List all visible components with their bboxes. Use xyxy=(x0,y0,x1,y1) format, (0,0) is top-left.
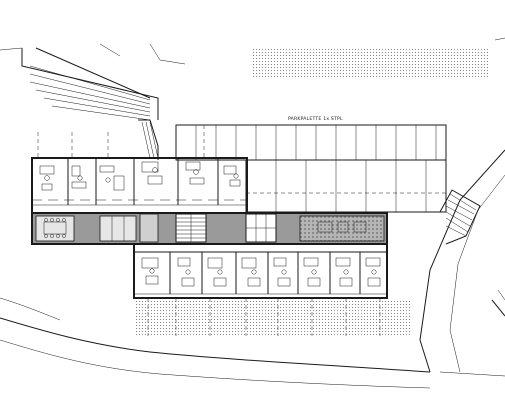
terrain-lines-bottom xyxy=(0,297,505,389)
dotted-field-top xyxy=(252,48,490,78)
slope-wedge xyxy=(21,47,159,160)
exterior-stair xyxy=(439,189,481,245)
terrain-lines-top xyxy=(0,37,505,65)
north-office-furniture xyxy=(39,161,241,191)
dotted-field-south xyxy=(134,300,410,336)
road-edges xyxy=(419,149,505,373)
parking-deck: PARKPALETTE 1x STPL xyxy=(175,116,447,213)
north-wing xyxy=(31,157,248,214)
south-office-furniture xyxy=(141,257,381,287)
south-wing xyxy=(133,243,388,299)
central-corridor xyxy=(31,212,388,245)
parking-label: PARKPALETTE 1x STPL xyxy=(288,116,343,122)
